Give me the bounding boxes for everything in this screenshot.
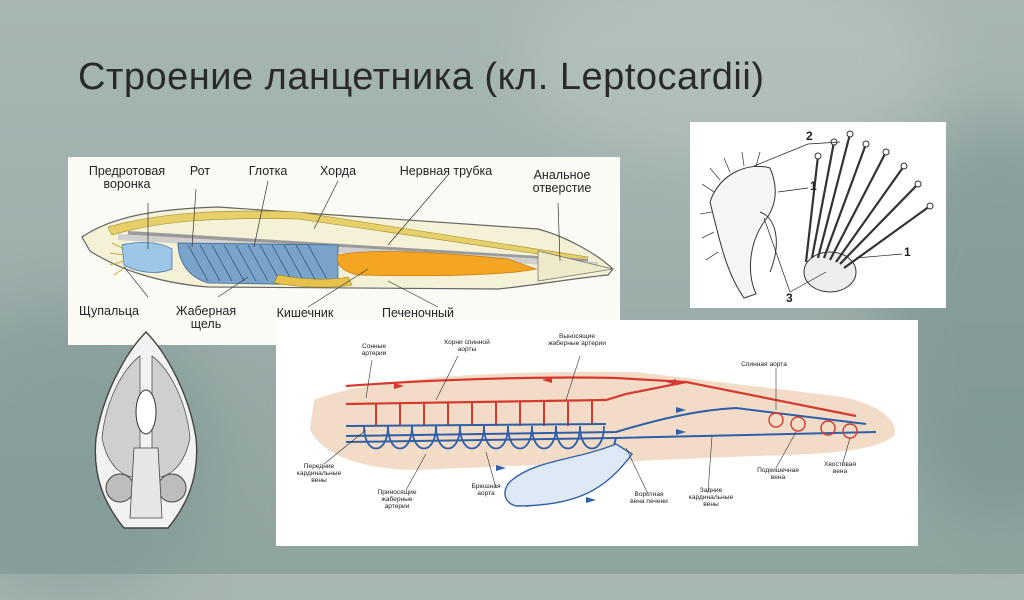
cross-section-diagram (84, 328, 208, 540)
label-mouth: Рот (189, 164, 211, 178)
arterial-vessels (345, 376, 857, 418)
tentacles-drawing (109, 242, 127, 276)
circulatory-system-diagram: Сонные артерии Корни спинной аорты Вынос… (276, 320, 918, 546)
label-afferent-arteries: Приносящие жаберные артерии (377, 489, 417, 510)
neural-tube (127, 231, 589, 263)
myotome-left (101, 355, 141, 479)
cross-section-drawing (94, 331, 198, 529)
intestine (337, 251, 538, 277)
myotome-right (151, 355, 191, 479)
pharynx-section (129, 447, 163, 519)
funnel-cavity (121, 241, 173, 273)
label-subintestinal-vein: Подкишечная вена (757, 467, 799, 481)
label-efferent-arteries: Выносящие жаберные артерии (548, 333, 606, 347)
label-number-1-right: 1 (904, 245, 911, 259)
gill-bars (187, 244, 329, 282)
cirri-left (699, 151, 761, 261)
gill-arteries-red (375, 400, 593, 426)
label-dorsal-aorta: Спинная аорта (741, 361, 787, 368)
label-posterior-cardinal-veins: Задние кардинальные вены (688, 487, 734, 508)
label-anus: Анальное отверстие (532, 168, 592, 196)
cirri-tips (814, 130, 934, 210)
label-carotid-arteries: Сонные артерии (361, 343, 387, 357)
label-pharynx: Глотка (248, 164, 288, 178)
label-number-3: 3 (786, 291, 793, 305)
cirri-right (804, 133, 931, 269)
label-tentacles: Щупальца (79, 304, 139, 318)
gonad-right (157, 473, 187, 503)
oral-tentacles-diagram: 2 1 1 3 (690, 122, 946, 308)
label-intestine: Кишечник (276, 306, 334, 320)
lancelet-body-drawing (81, 174, 614, 308)
label-neural-tube: Нервная трубка (399, 164, 493, 178)
tail-fin (537, 250, 614, 282)
velum-center (759, 211, 777, 273)
notochord-section (135, 389, 157, 435)
label-number-2: 2 (806, 129, 813, 143)
leader-lines (123, 174, 561, 308)
tentacles-drawing-panel (699, 130, 934, 299)
label-gill-slit: Жаберная щель (175, 304, 237, 332)
label-ventral-aorta: Брюшная аорта (471, 483, 501, 497)
label-portal-vein: Воротная вена печени (630, 491, 668, 505)
arrows-blue (496, 407, 686, 503)
notochord (117, 234, 599, 268)
gill-arches-blue (363, 425, 605, 450)
label-liver: Печеночный (382, 306, 454, 320)
label-number-1-left: 1 (810, 179, 817, 193)
lancelet-anatomy-diagram: Предротовая воронка Рот Глотка Хорда Нер… (68, 157, 620, 345)
label-funnel: Предротовая воронка (88, 164, 166, 192)
label-anterior-cardinal-veins: Передние кардинальные вены (296, 463, 342, 484)
label-notochord: Хорда (319, 164, 357, 178)
tentacle-leaders (753, 141, 903, 293)
circulation-leaders (323, 355, 851, 495)
gonad-left (105, 473, 135, 503)
arrows-red (394, 377, 676, 389)
liver-outgrowth (273, 274, 353, 288)
liver-capillary-net (504, 443, 634, 507)
oral-hood-left (709, 165, 776, 299)
label-caudal-vein: Хвостовая вена (823, 461, 857, 475)
body-silhouette (310, 371, 895, 470)
slide-title: Строение ланцетника (кл. Leptocardii) (78, 56, 765, 98)
label-aorta-roots: Корни спинной аорты (444, 339, 490, 353)
circulation-drawing (310, 355, 895, 507)
